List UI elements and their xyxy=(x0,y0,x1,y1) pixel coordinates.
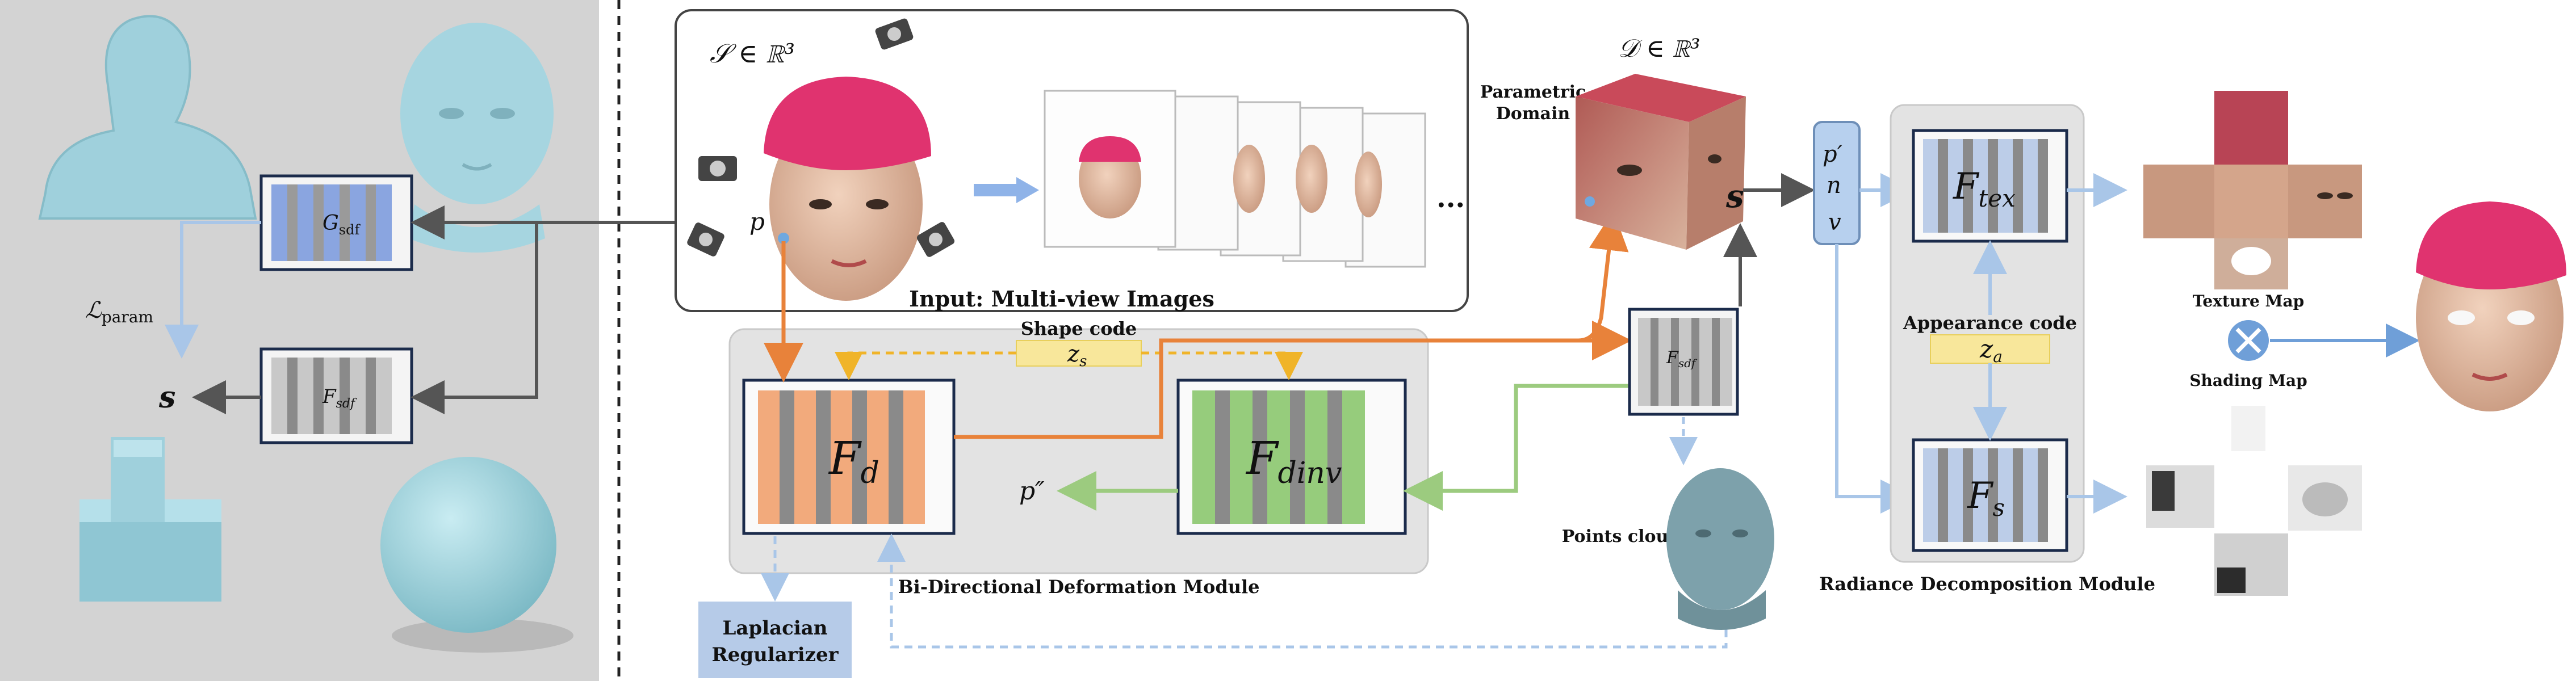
right-fsdf-network-block xyxy=(1628,308,1739,416)
fs-network-block xyxy=(1912,438,2068,552)
fd-label: Fd xyxy=(828,432,879,490)
parametric-domain-cube xyxy=(1576,74,1746,250)
laplacian-line2: Regularizer xyxy=(711,644,839,666)
input-set-label: 𝒮 ∈ ℝ³ xyxy=(710,38,795,69)
domain-caption-line2: Domain xyxy=(1496,104,1570,124)
fdinv-network-block xyxy=(1176,379,1407,535)
camera-icon xyxy=(875,18,914,50)
shading-map-image xyxy=(2146,406,2362,596)
fdinv-label: Fdinv xyxy=(1245,432,1342,490)
shape-code-to-fd-arrow xyxy=(835,351,1016,380)
domain-caption-line1: Parametric xyxy=(1480,82,1586,102)
left-fsdf-network-block xyxy=(259,347,413,444)
point-p-marker xyxy=(778,233,789,244)
radiance-module-label: Radiance Decomposition Module xyxy=(1819,573,2155,595)
right-fsdf-label: Fsdf xyxy=(1666,348,1698,370)
feature-v: v xyxy=(1828,209,1841,236)
texture-map-label: Texture Map xyxy=(2193,292,2304,310)
camera-icon xyxy=(687,222,724,257)
texture-map-image xyxy=(2143,91,2362,289)
left-s-output: s xyxy=(158,380,175,415)
to-images-arrowhead xyxy=(1016,177,1039,203)
domain-s-output: s xyxy=(1725,178,1744,215)
appearance-code-box xyxy=(1930,334,2050,364)
sphere-shadow xyxy=(392,619,573,653)
loss-param-label: ℒparam xyxy=(85,297,153,326)
camera-icon xyxy=(916,222,955,257)
input-caption: Input: Multi-view Images xyxy=(909,286,1214,312)
block-shape-image xyxy=(79,437,221,602)
shape-code-title: Shape code xyxy=(1021,318,1137,339)
feature-n: n xyxy=(1827,173,1841,199)
left-fsdf-label: Fsdf xyxy=(322,385,357,411)
gsdf-label: Gsdf xyxy=(322,212,361,238)
ellipsis: ... xyxy=(1436,182,1465,214)
ftex-network-block xyxy=(1912,129,2068,243)
appearance-code-symbol: za xyxy=(1979,335,2003,366)
shading-map-label: Shading Map xyxy=(2189,371,2307,390)
fs-label: Fs xyxy=(1967,475,2005,522)
ftex-label: Ftex xyxy=(1953,166,2016,212)
features-to-fs-arrow xyxy=(1835,244,1915,514)
multiview-image-stack xyxy=(1044,90,1426,268)
gsdf-to-loss-arrow xyxy=(165,221,261,359)
multiply-icon xyxy=(2228,320,2269,361)
bust-shape-image xyxy=(38,15,257,220)
fd-to-domain-arrow xyxy=(954,211,1629,439)
point-p-label: p xyxy=(749,208,765,236)
deformation-module-label: Bi-Directional Deformation Module xyxy=(898,576,1260,598)
fd-network-block xyxy=(742,379,956,535)
sphere-shape-image xyxy=(380,457,556,633)
points-cloud-label: Points cloud xyxy=(1562,527,1681,547)
points-cloud-image xyxy=(1666,468,1774,630)
shape-code-symbol: zs xyxy=(1067,341,1087,370)
domain-point-marker xyxy=(1585,196,1595,207)
feature-p-prime: p′ xyxy=(1823,141,1842,167)
appearance-code-title: Appearance code xyxy=(1903,312,2077,334)
input-face-image xyxy=(764,77,931,301)
camera-icon xyxy=(698,156,737,181)
gsdf-network-block xyxy=(259,174,413,271)
p-double-prime-label: p″ xyxy=(1019,477,1045,506)
final-render-face-image xyxy=(2416,201,2566,411)
domain-label: 𝒟 ∈ ℝ³ xyxy=(1618,34,1700,63)
laplacian-line1: Laplacian xyxy=(722,617,827,640)
input-to-fsdf-arrow xyxy=(411,222,538,414)
laplacian-regularizer-box xyxy=(698,602,852,678)
head-shape-image xyxy=(400,23,554,253)
fsdf-to-fdinv-arrow xyxy=(1403,384,1635,511)
pointcloud-to-fd-arrow xyxy=(877,533,1728,649)
